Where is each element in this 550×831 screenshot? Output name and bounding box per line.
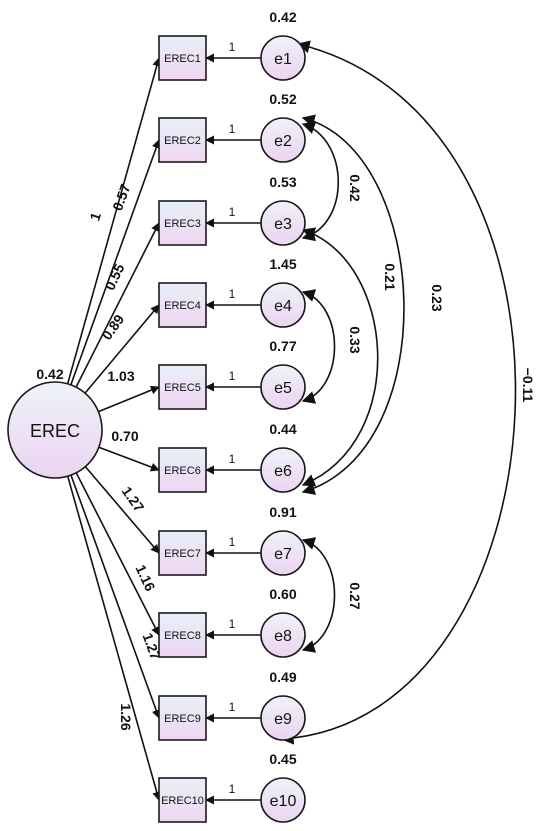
- covariance-arcs: 0.42 0.33 0.21 0.23 0.27 −0.11: [280, 40, 536, 745]
- error-path-label: 1: [229, 782, 236, 796]
- indicator-box: [158, 530, 207, 576]
- indicator-label: EREC9: [164, 713, 201, 725]
- error-circle: [260, 530, 306, 576]
- error-label: e2: [274, 133, 292, 150]
- error-paths: 1 1 1 1 1 1 1 1 1 1: [205, 40, 261, 805]
- error-path-label: 1: [229, 617, 236, 631]
- error-variance: 0.42: [269, 9, 296, 25]
- error-label: e10: [270, 793, 297, 810]
- error-variance: 1.45: [269, 256, 296, 272]
- indicator-label: EREC1: [164, 53, 201, 65]
- error-circle: [260, 282, 306, 328]
- covariance-label: 0.33: [347, 326, 363, 353]
- loading-label: 0.89: [99, 311, 128, 343]
- loading-arrow: [98, 446, 160, 472]
- error-circle: [260, 200, 306, 246]
- indicator-box: [158, 695, 207, 741]
- error-label: e4: [274, 298, 292, 315]
- error-variance: 0.60: [269, 586, 296, 602]
- loading-arrow: [98, 385, 160, 413]
- indicator-box: [158, 35, 207, 81]
- indicator-label: EREC4: [164, 300, 201, 312]
- error-path-label: 1: [229, 369, 236, 383]
- error-label: e8: [274, 628, 292, 645]
- covariance-label: 0.27: [347, 582, 363, 609]
- loading-label: 1.26: [118, 703, 134, 730]
- indicator-label: EREC2: [164, 135, 201, 147]
- error-variance: 0.52: [269, 91, 296, 107]
- error-label: e5: [274, 380, 292, 397]
- loading-label: 1.03: [107, 368, 134, 384]
- error-label: e3: [274, 216, 292, 233]
- covariance-arc: [301, 289, 336, 404]
- error-path-label: 1: [229, 452, 236, 466]
- indicator-box: [158, 200, 207, 246]
- indicator-label: EREC8: [164, 630, 201, 642]
- error-label: e7: [274, 546, 292, 563]
- covariance-label: −0.11: [520, 368, 536, 403]
- loading-arrow: [75, 472, 160, 636]
- indicator-label: EREC10: [161, 795, 204, 807]
- indicator-label: EREC7: [164, 548, 201, 560]
- loading-label: 0.70: [111, 428, 138, 444]
- loading-label: 1: [86, 210, 104, 223]
- error-circle: [260, 35, 306, 81]
- indicator-box: [158, 364, 207, 410]
- covariance-label: 0.42: [347, 174, 363, 201]
- indicator-box: [158, 117, 207, 163]
- loading-arrow: [70, 139, 161, 386]
- error-circle: [260, 447, 306, 493]
- error-path-label: 1: [229, 700, 236, 714]
- covariance-arc: [301, 121, 340, 242]
- latent-variance: 0.42: [36, 366, 63, 382]
- covariance-label: 0.23: [429, 284, 445, 311]
- loading-label: 0.57: [109, 182, 133, 213]
- error-path-label: 1: [229, 535, 236, 549]
- error-circles: e1 0.42 e2 0.52 e3 0.53 e4 1.45 e5 0.77 e6 0.44 e7 0.…: [260, 9, 306, 823]
- error-circle: [260, 695, 306, 741]
- indicator-label: EREC6: [164, 465, 201, 477]
- error-variance: 0.77: [269, 338, 296, 354]
- loading-arrow: [66, 475, 162, 801]
- latent-label: EREC: [30, 421, 80, 441]
- error-variance: 0.44: [269, 421, 296, 437]
- covariance-arc: [301, 227, 379, 487]
- indicator-label: EREC5: [164, 382, 201, 394]
- error-variance: 0.45: [269, 751, 296, 767]
- error-path-label: 1: [229, 205, 236, 219]
- error-variance: 0.53: [269, 174, 296, 190]
- covariance-arc: [301, 114, 405, 495]
- error-circle: [260, 117, 306, 163]
- latent-factor: EREC 0.42: [7, 366, 103, 479]
- loading-arrow: [66, 57, 162, 384]
- covariance-arc: [301, 537, 336, 653]
- covariance-label: 0.21: [382, 263, 398, 290]
- loading-arrow: [84, 466, 160, 554]
- loading-arrow: [84, 304, 160, 394]
- error-circle: [260, 364, 306, 410]
- latent-ellipse: [7, 381, 103, 479]
- error-label: e1: [274, 51, 292, 68]
- loading-arrow: [70, 474, 161, 719]
- loading-label: 0.55: [101, 261, 127, 293]
- error-label: e6: [274, 463, 292, 480]
- error-circle: [260, 612, 306, 658]
- indicator-box: [158, 447, 207, 493]
- indicator-box: [158, 777, 207, 823]
- error-variance: 0.49: [269, 669, 296, 685]
- error-label: e9: [274, 711, 292, 728]
- covariance-arc: [280, 40, 517, 745]
- indicator-label: EREC3: [164, 218, 201, 230]
- indicator-boxes: EREC1EREC2EREC3EREC4EREC5EREC6EREC7EREC8…: [158, 35, 207, 823]
- error-variance: 0.91: [269, 504, 296, 520]
- error-path-label: 1: [229, 287, 236, 301]
- loading-arrow: [75, 222, 160, 388]
- indicator-box: [158, 612, 207, 658]
- error-circle: [260, 777, 306, 823]
- indicator-box: [158, 282, 207, 328]
- error-path-label: 1: [229, 122, 236, 136]
- error-path-label: 1: [229, 40, 236, 54]
